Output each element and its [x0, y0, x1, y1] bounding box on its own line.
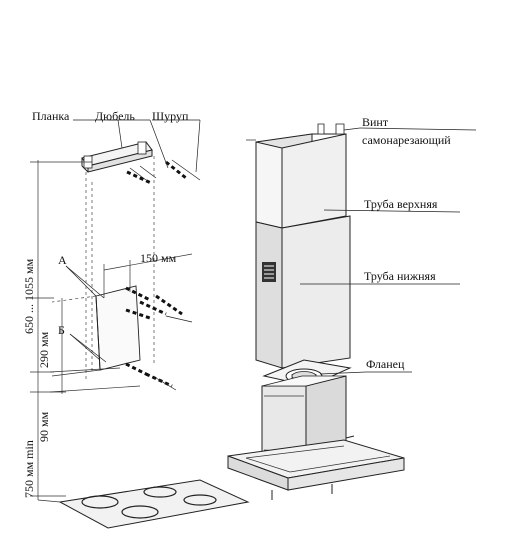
upper-pipe: [246, 123, 361, 229]
burner-2: [143, 486, 177, 498]
width-150-label: 150 мм: [140, 251, 177, 265]
dowel-label: Дюбель: [95, 109, 135, 123]
top-dowels-screws: [126, 159, 201, 185]
hood-assembly: [227, 123, 477, 500]
middle-screws: [125, 286, 193, 323]
point-a-label: А: [58, 253, 67, 267]
height-90-label: 90 мм: [37, 411, 51, 442]
vent-grille: [262, 262, 276, 282]
height-750-label: 750 мм min: [22, 440, 36, 498]
point-b-label: Б: [58, 323, 65, 337]
hood-canopy: [227, 439, 405, 500]
strip-label: Планка: [32, 109, 70, 123]
height-range-label: 650 ... 1055 мм: [22, 258, 36, 334]
burner-3: [121, 505, 159, 519]
burner-4: [183, 494, 217, 506]
burner-1: [81, 495, 119, 509]
screw-label: Шуруп: [152, 109, 189, 123]
self-tapping-screw-label-1: Винт: [362, 115, 389, 129]
upper-pipe-label: Труба верхняя: [364, 197, 438, 211]
lower-pipe-label: Труба нижняя: [364, 269, 436, 283]
height-290-label: 290 мм: [37, 331, 51, 368]
lower-pipe: [255, 215, 351, 369]
cooktop: [37, 479, 250, 529]
wall-mounting-scheme: [30, 119, 250, 529]
flange-label: Фланец: [366, 357, 405, 371]
wall-bracket-outline: [51, 285, 141, 377]
self-tapping-screw-label-2: самонарезающий: [362, 133, 451, 147]
lower-screws: [125, 362, 177, 391]
